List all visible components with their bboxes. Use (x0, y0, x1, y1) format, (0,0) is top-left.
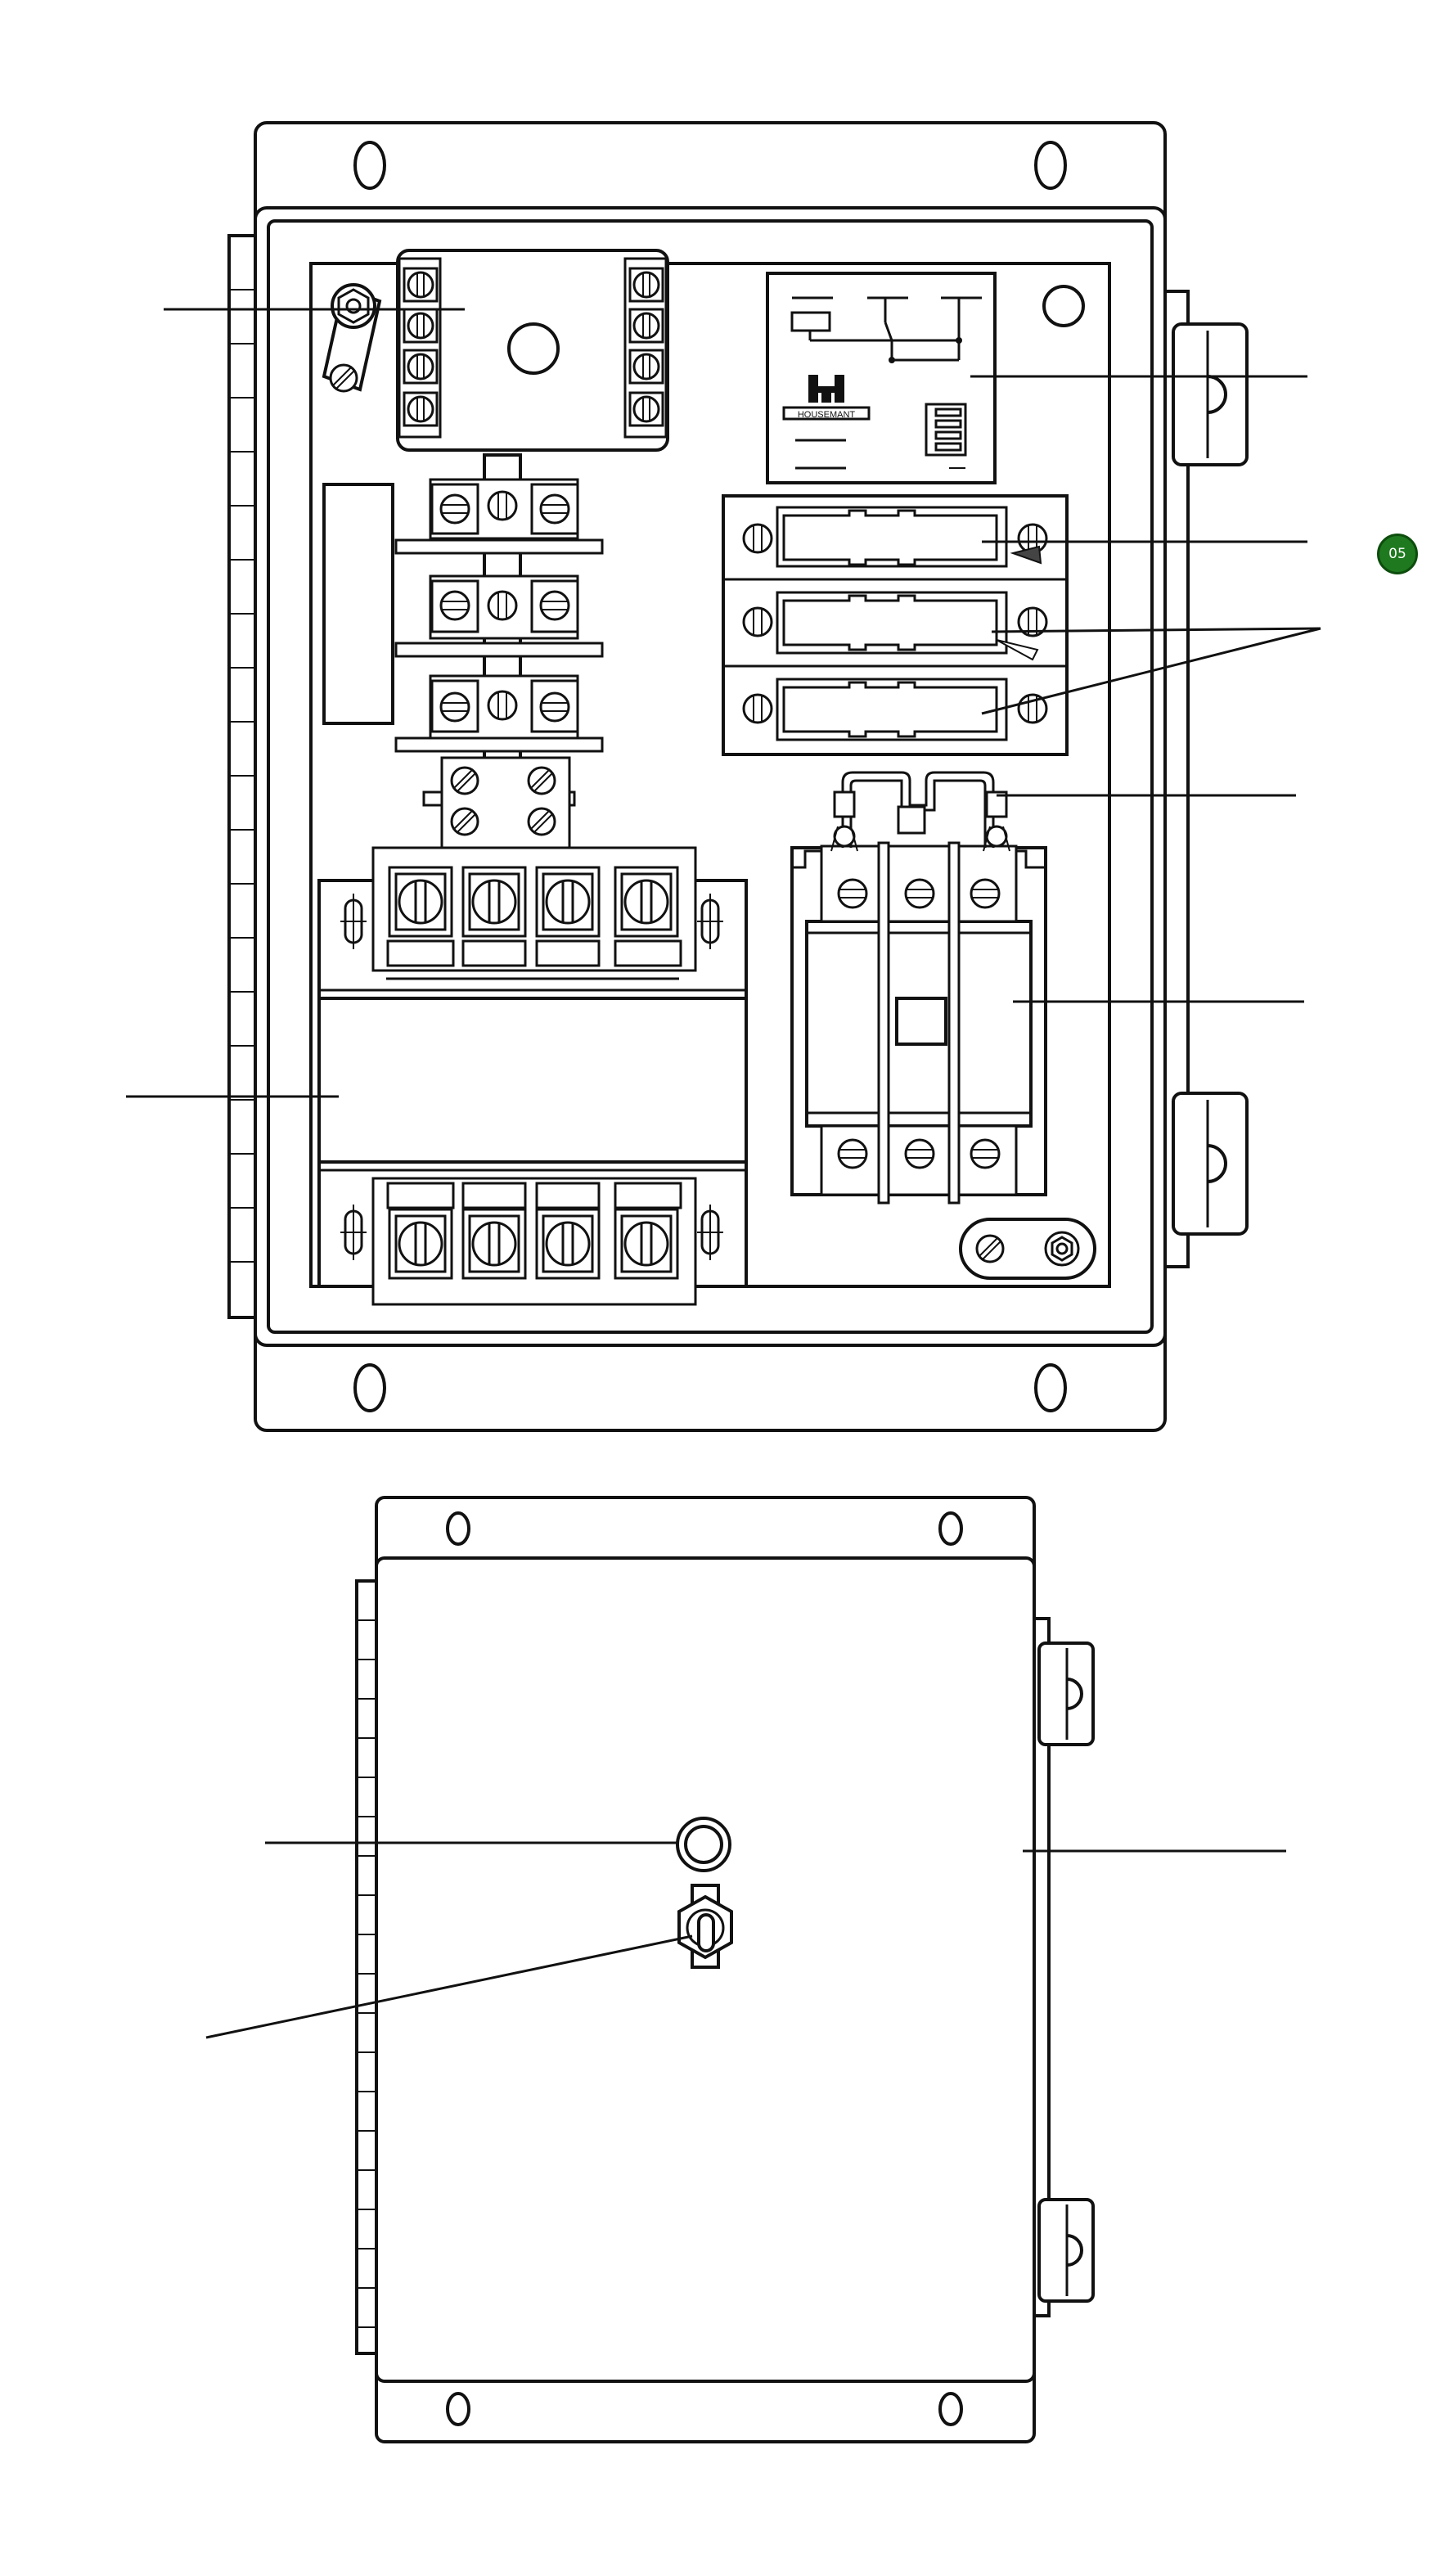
leader-lines (126, 308, 1321, 1098)
latch (1037, 2198, 1095, 2303)
terminal-block (422, 756, 576, 849)
latch (1172, 322, 1249, 466)
pilot-light-icon (676, 1817, 731, 1872)
mounting-hole (1034, 141, 1067, 190)
mounting-hole (446, 1511, 470, 1546)
control-relay (396, 249, 669, 452)
fuse-icon (742, 591, 1048, 661)
mounting-hole (1034, 1363, 1067, 1412)
relay-brand-text: HOUSEMANT (798, 410, 856, 420)
logo-icon (808, 375, 844, 403)
contactor (790, 841, 1047, 1205)
wire-jumper (830, 771, 1010, 852)
transformer (317, 846, 748, 1306)
hinge-strip (227, 234, 259, 1319)
latch (1037, 1642, 1095, 1746)
terminal-block (394, 478, 604, 555)
leader-lines (205, 1841, 1286, 2039)
terminal-block (394, 674, 604, 753)
door-panel (375, 1556, 1036, 2383)
enclosure-door-view (205, 1496, 1286, 2443)
terminal-block (394, 574, 604, 658)
mounting-hole (446, 2392, 470, 2426)
mounting-hole (353, 141, 386, 190)
panel-hole (1042, 285, 1085, 327)
item-number-badge: 05 (1377, 534, 1418, 574)
panel-interior-view: HOUSEMANT (126, 121, 1321, 1432)
fuse-icon (742, 678, 1048, 741)
mounting-hole (938, 1511, 963, 1546)
toggle-switch-icon (677, 1884, 733, 1969)
label-plate (322, 483, 394, 725)
mounting-hole (353, 1363, 386, 1412)
latch (1172, 1092, 1249, 1236)
ground-lug-icon (322, 283, 382, 393)
hinge-strip (355, 1579, 380, 2355)
fuse-icon (742, 506, 1048, 568)
ground-lug-icon (959, 1218, 1096, 1280)
relay-label-card: HOUSEMANT (766, 272, 1307, 484)
mounting-hole (938, 2392, 963, 2426)
